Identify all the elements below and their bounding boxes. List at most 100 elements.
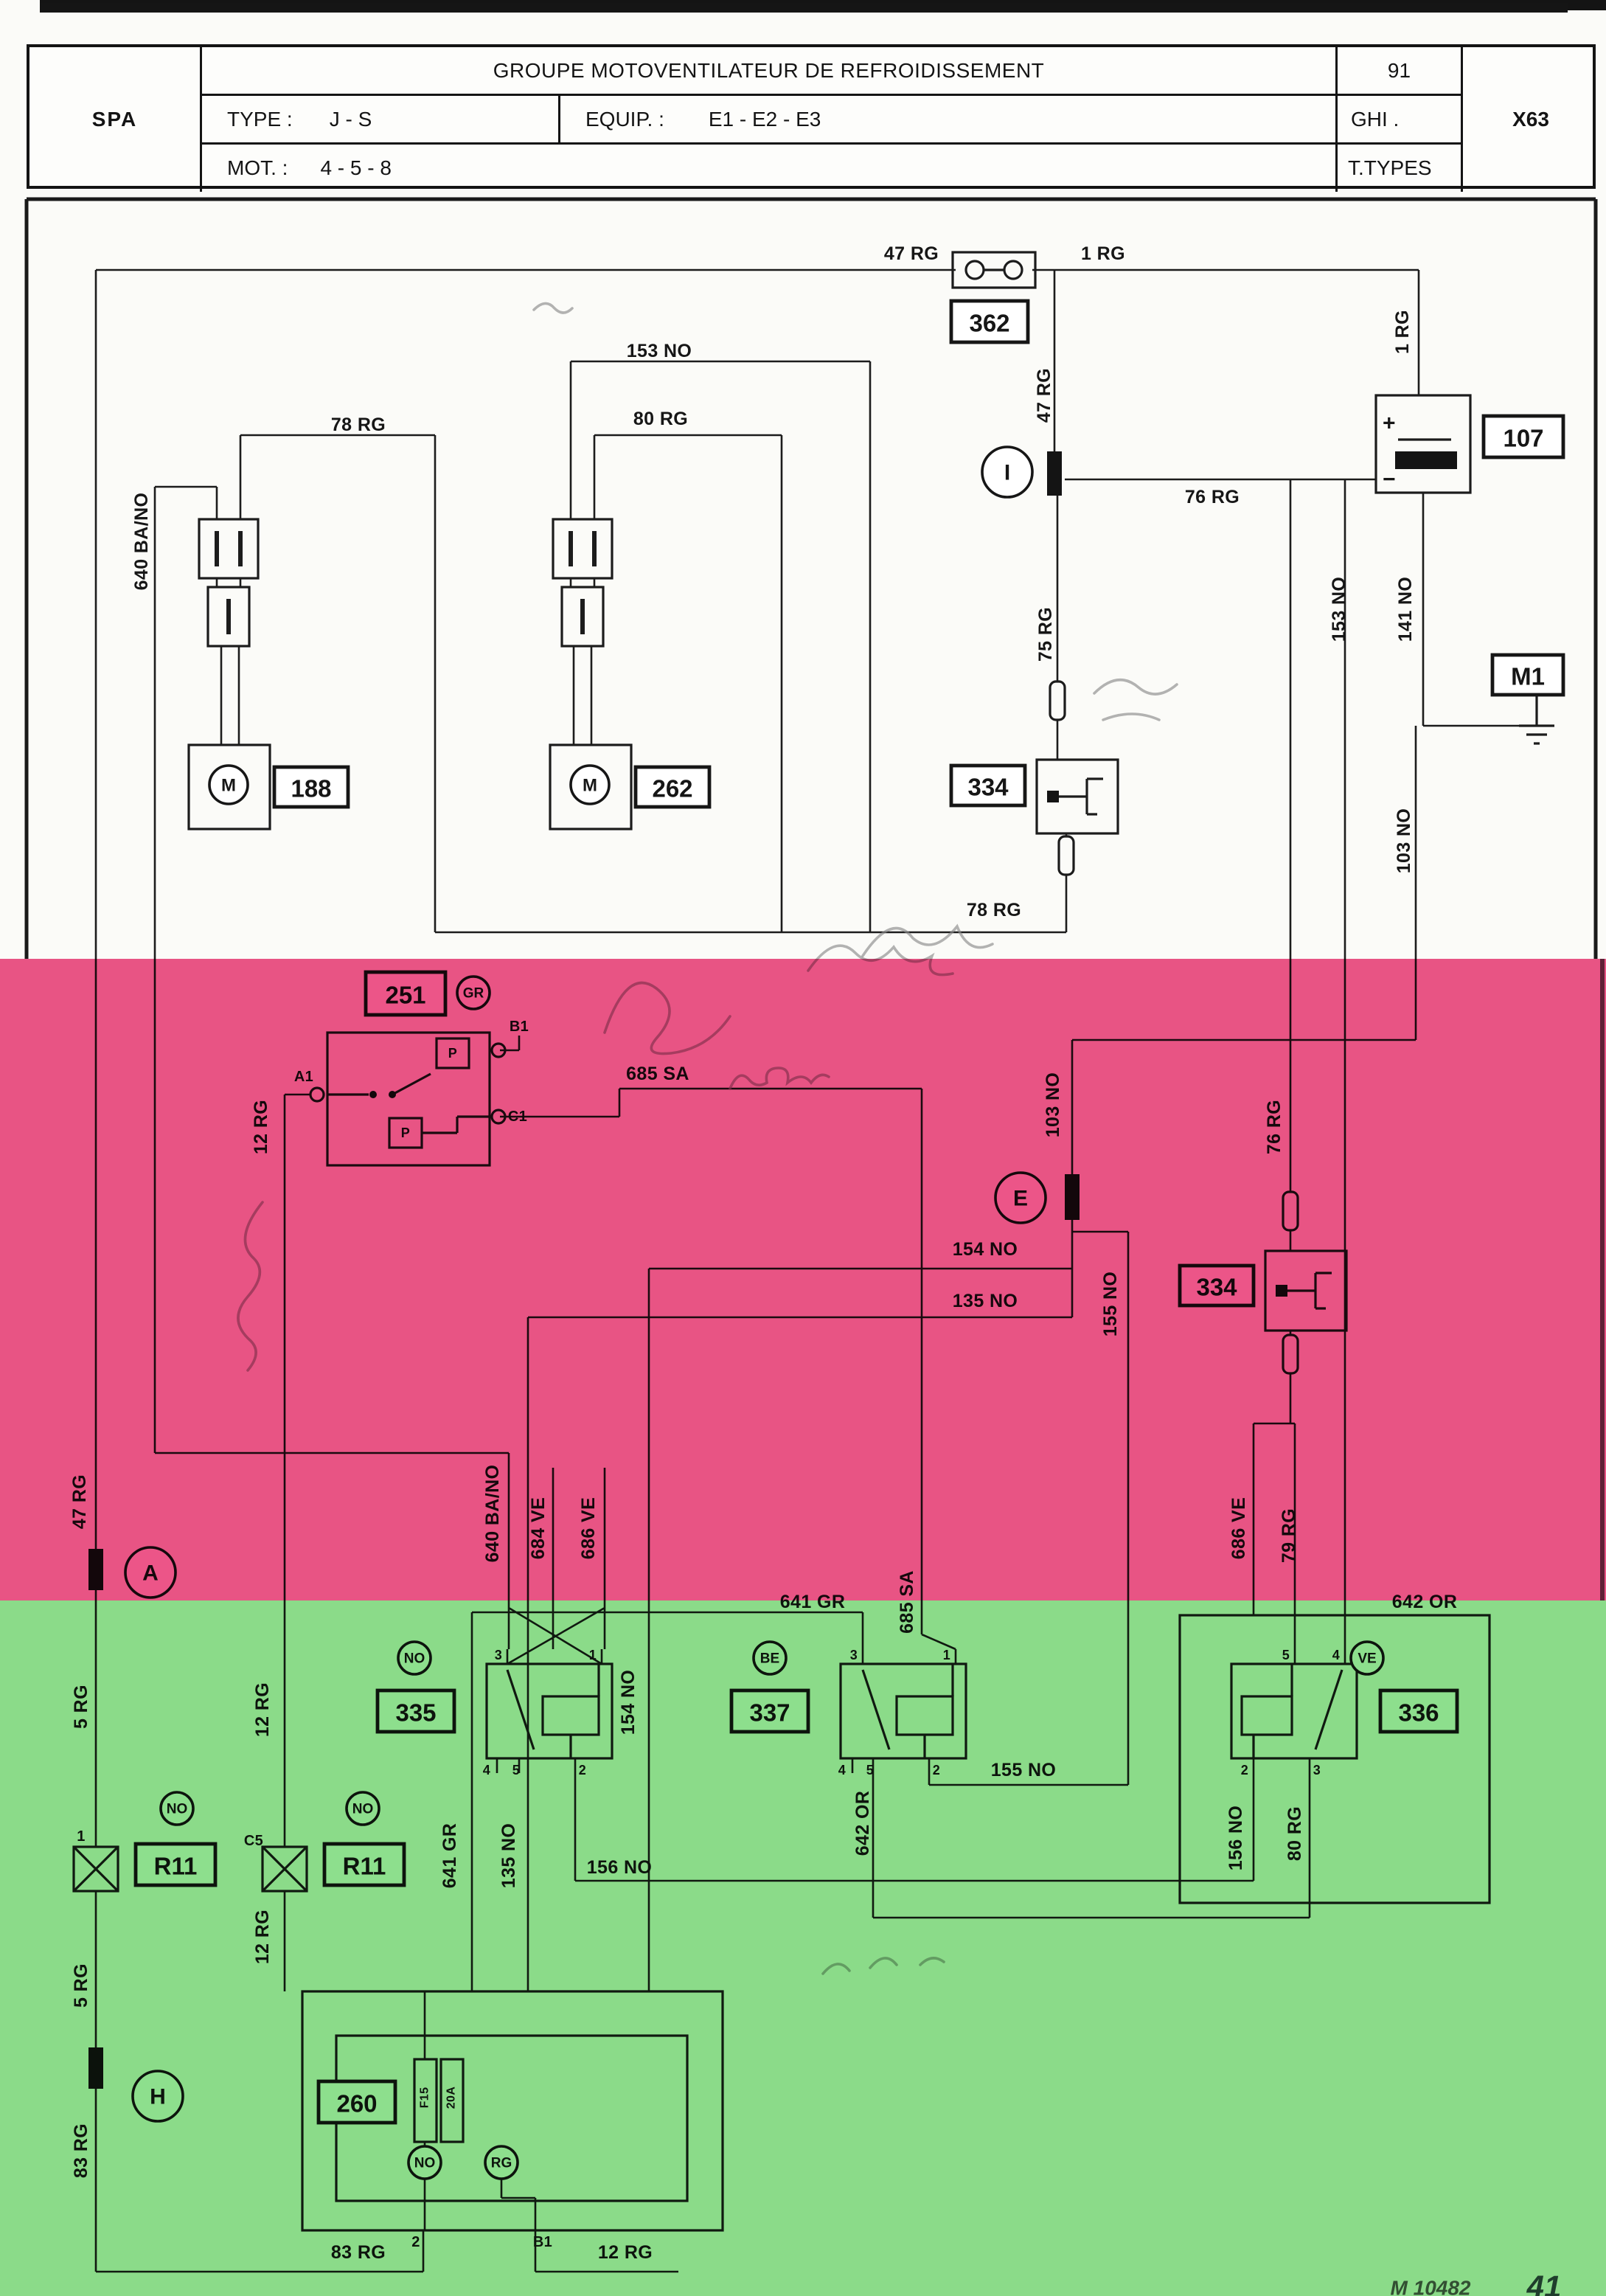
circle-marker (981, 445, 1034, 499)
wire-label: 155 NO (1100, 1272, 1121, 1337)
component-id-box (633, 765, 712, 809)
component-id-label: R11 (154, 1853, 198, 1880)
type-field: TYPE : J - S (202, 96, 560, 145)
component-id-label: 262 (652, 775, 692, 802)
wire-label: 5 (1282, 1648, 1290, 1662)
wire-label: 1 (77, 1828, 86, 1845)
wire-label: 80 RG (633, 409, 688, 429)
wire-label: 83 RG (331, 2242, 386, 2263)
component-id-box (1490, 653, 1565, 697)
component-id-box (949, 763, 1027, 808)
wire-label: 12 RG (252, 1910, 273, 1964)
types-field: T.TYPES (1338, 145, 1463, 192)
component-id-label: M1 (1511, 663, 1545, 690)
mot-value: 4 - 5 - 8 (320, 156, 392, 179)
wire-label: 154 NO (618, 1670, 639, 1735)
battery-symbol (1374, 394, 1472, 494)
wire-label: 83 RG (71, 2123, 91, 2178)
component-id-label: R11 (343, 1853, 386, 1880)
circle-marker-label: M (221, 776, 236, 796)
wire-label: 642 OR (1392, 1592, 1458, 1612)
circle-marker-label: M (583, 776, 597, 796)
ground-symbol (1519, 693, 1554, 745)
wire-label: 2 (1241, 1763, 1248, 1778)
wire-label: 685 SA (626, 1064, 689, 1084)
component-id-box (1481, 414, 1565, 459)
relay-251-symbol (309, 1031, 507, 1167)
wire-label: P (401, 1126, 410, 1140)
wire-label: 156 NO (587, 1857, 653, 1878)
wire-label: 4 (483, 1763, 490, 1778)
wire-label: 12 RG (252, 1682, 273, 1737)
diagram-frame (24, 197, 1598, 959)
circle-marker-label: E (1013, 1187, 1028, 1211)
wires (94, 268, 1534, 2273)
wire-label: 12 RG (251, 1100, 271, 1154)
fuse-362-symbol (951, 251, 1037, 289)
component-id-label: 334 (967, 774, 1009, 801)
wire-label: 5 (512, 1763, 520, 1778)
wire-label: 135 NO (953, 1291, 1018, 1311)
circle-marker-label: GR (463, 986, 484, 1002)
circle-marker-label: H (150, 2085, 166, 2109)
project-code: SPA (29, 47, 202, 192)
wire-label: C5 (244, 1833, 263, 1849)
equip-label: EQUIP. : (585, 107, 664, 131)
wire-label: B1 (510, 1019, 529, 1035)
type-label: TYPE : (227, 107, 293, 131)
wire-label: 141 NO (1395, 577, 1416, 642)
wire-label: 76 RG (1264, 1100, 1285, 1154)
wire-label: 640 BA/NO (131, 493, 152, 591)
equip-value: E1 - E2 - E3 (708, 107, 821, 131)
component-id-label: 251 (385, 982, 425, 1009)
wire-label: 47 RG (1034, 368, 1054, 423)
wire-label: 3 (1313, 1763, 1321, 1778)
variant-field: GHI . (1338, 96, 1463, 145)
wire-label: 2 (933, 1763, 940, 1778)
component-id-label: 188 (291, 775, 331, 802)
mot-label: MOT. : (227, 156, 288, 179)
wire-label: 155 NO (991, 1760, 1057, 1780)
wire-label: 4 (1332, 1648, 1340, 1662)
circle-marker-label: NO (352, 1802, 374, 1817)
relay-337-symbol (839, 1662, 967, 1760)
component-id-label: 260 (336, 2090, 377, 2118)
component-id-label: 336 (1398, 1699, 1439, 1727)
wire-label: 47 RG (69, 1474, 90, 1529)
wire-label: 156 NO (1226, 1806, 1246, 1871)
wire-label: 79 RG (1279, 1508, 1299, 1563)
wire-label: 12 RG (598, 2242, 653, 2263)
wire-label: 5 RG (71, 1685, 91, 1729)
component-id-label: 362 (969, 310, 1009, 337)
component-id-label: 335 (395, 1699, 436, 1727)
wire-label: 1 RG (1392, 310, 1413, 354)
component-id-box (272, 765, 350, 809)
wire-label: + (1383, 412, 1396, 436)
component-id-label: 337 (749, 1699, 790, 1727)
type-value: J - S (329, 107, 372, 131)
thermal-switch-symbol (198, 518, 260, 648)
wire-label: 641 GR (439, 1823, 460, 1889)
wire-label: 685 SA (897, 1570, 917, 1634)
wire-label: 75 RG (1035, 607, 1056, 662)
wire-label: F15 (419, 2087, 431, 2109)
wire-label: 20A (445, 2087, 458, 2109)
wire-label: 1 (589, 1648, 597, 1662)
wire-label: 2 (579, 1763, 586, 1778)
wire-label: 640 BA/NO (482, 1465, 503, 1563)
wire-label: 3 (850, 1648, 858, 1662)
connector-r11-symbol (261, 1845, 308, 1893)
wire-label: 78 RG (331, 415, 386, 435)
model-code: X63 (1512, 108, 1549, 131)
wire-label: 686 VE (1228, 1497, 1249, 1559)
wire-label: 78 RG (967, 900, 1021, 920)
document-reference: M 10482 (1391, 2277, 1471, 2296)
wire-label: P (448, 1046, 457, 1061)
equip-field: EQUIP. : E1 - E2 - E3 (560, 96, 1338, 145)
wire-label: A1 (294, 1069, 313, 1085)
inline-connector (88, 1549, 103, 1590)
component-id-box (949, 299, 1030, 344)
component-id-label: 334 (1196, 1274, 1237, 1301)
